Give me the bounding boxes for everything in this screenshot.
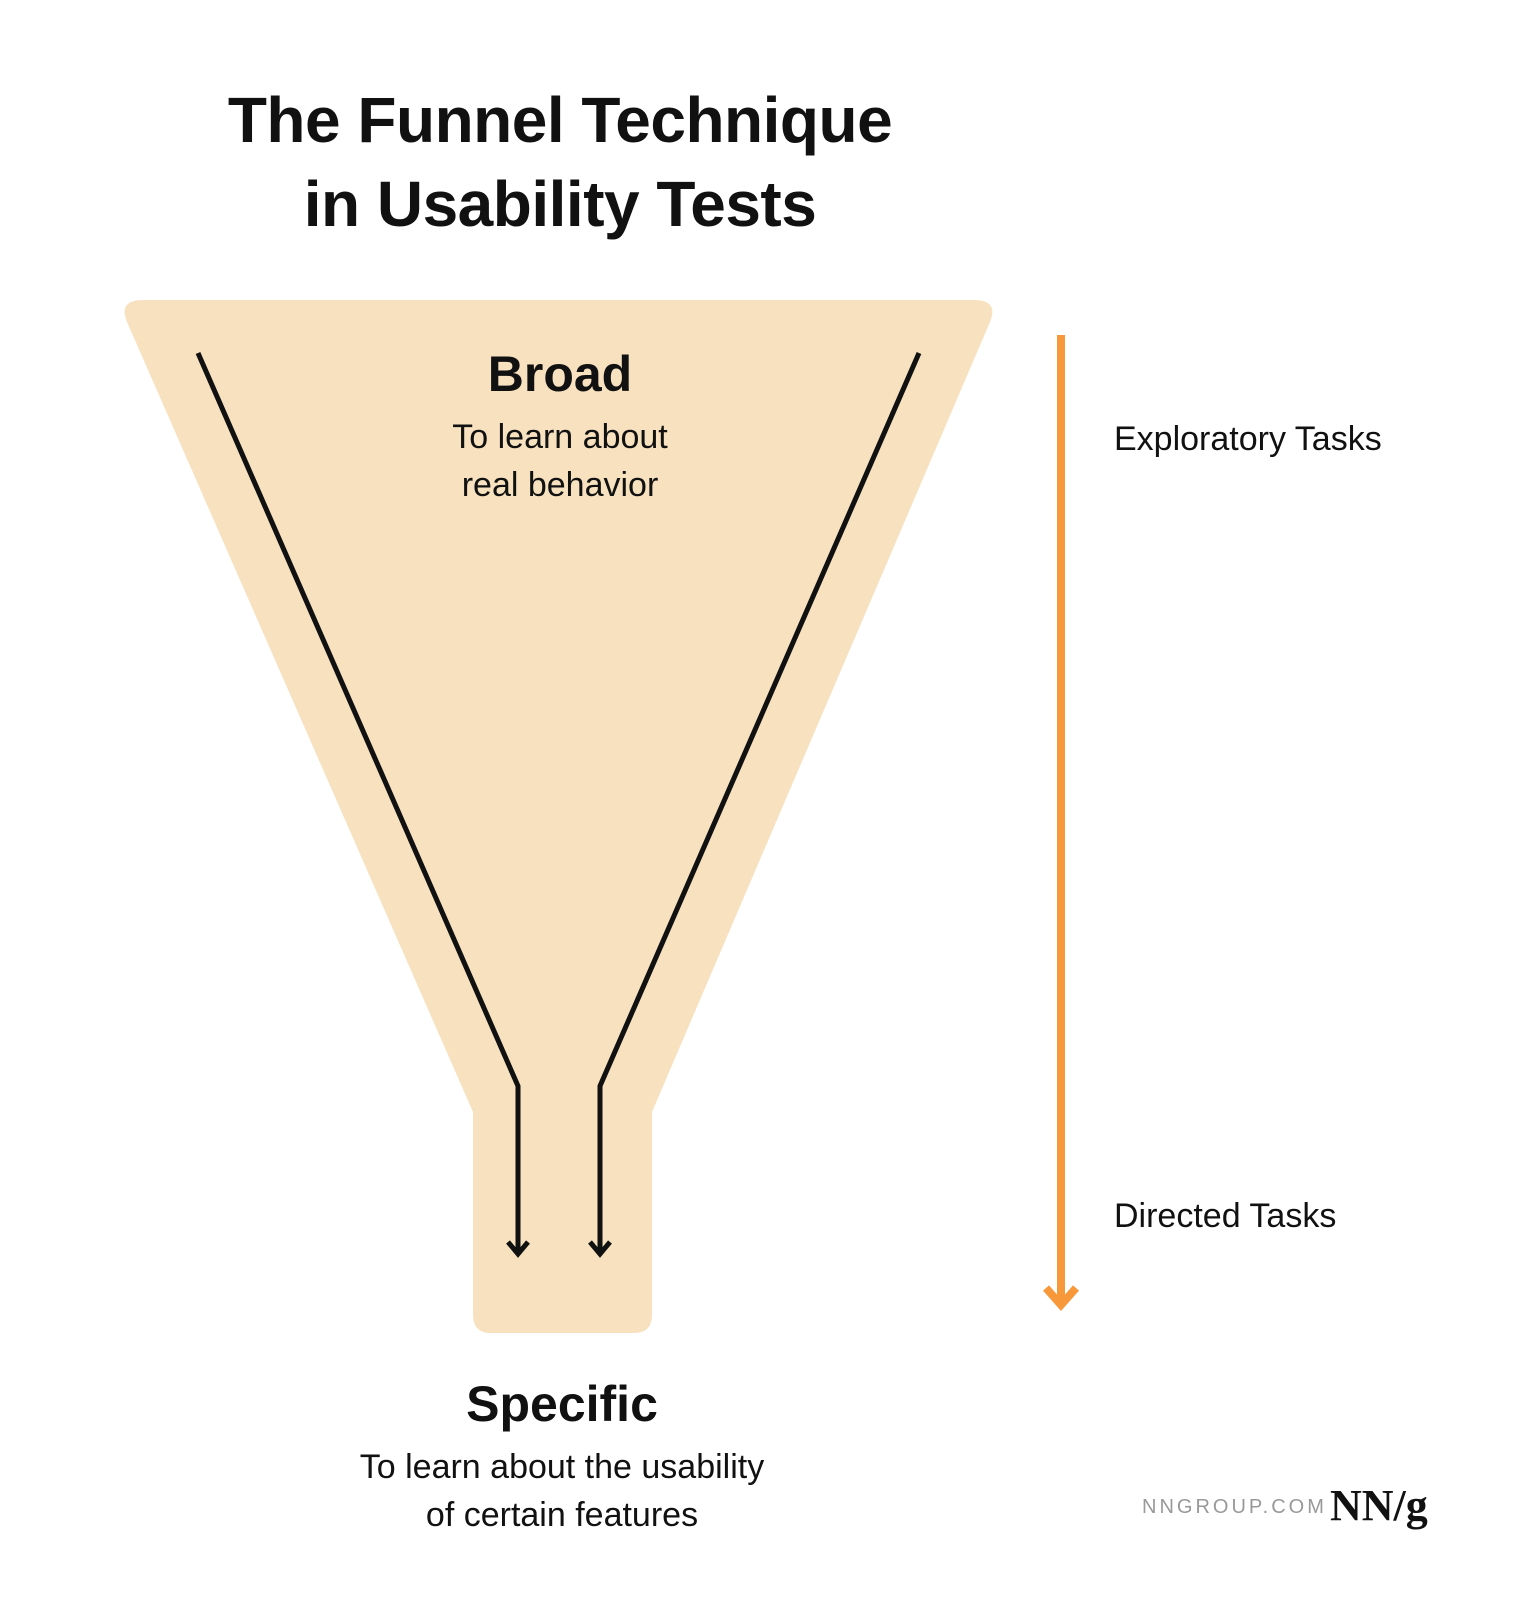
broad-heading: Broad <box>487 346 633 402</box>
title-line-1: The Funnel Technique <box>227 84 893 156</box>
exploratory-label: Exploratory Tasks <box>1114 420 1382 458</box>
specific-section: Specific To learn about the usability of… <box>262 1375 862 1539</box>
site-url: NNGROUP.COM <box>1142 1496 1327 1518</box>
funnel-shape <box>124 300 993 1333</box>
directed-label: Directed Tasks <box>1114 1197 1337 1235</box>
specific-line-1: To learn about the usability <box>359 1448 765 1486</box>
left-arrowhead <box>506 1240 530 1258</box>
specific-heading: Specific <box>466 1376 658 1432</box>
right-flow-arrow <box>597 352 922 1252</box>
page-title: The Funnel Technique in Usability Tests <box>0 78 1120 246</box>
orange-arrowhead <box>1043 1285 1079 1312</box>
title-line-2: in Usability Tests <box>303 168 817 240</box>
left-flow-arrow <box>195 351 521 1252</box>
broad-line-2: real behavior <box>461 466 659 504</box>
specific-line-2: of certain features <box>425 1496 699 1534</box>
broad-line-1: To learn about <box>452 418 668 456</box>
broad-section: Broad To learn about real behavior <box>360 345 760 509</box>
right-arrowhead <box>588 1240 612 1258</box>
nng-logo: NN/g <box>1330 1481 1428 1530</box>
